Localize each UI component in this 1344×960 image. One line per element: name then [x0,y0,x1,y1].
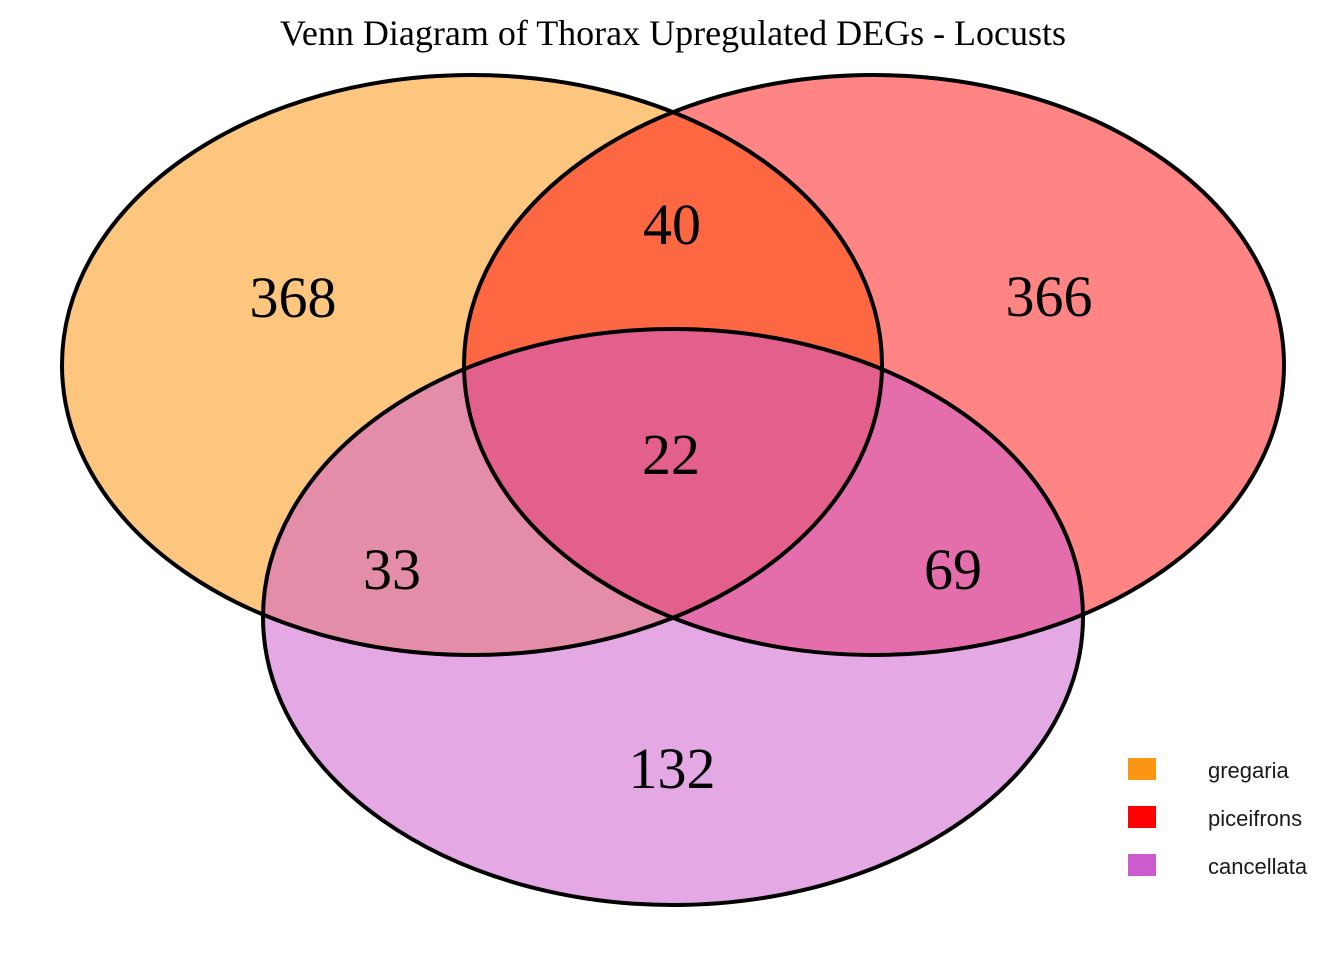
venn-outlines [60,73,1286,907]
legend-swatch-gregaria [1128,758,1156,780]
count-piceifrons-only: 366 [1006,264,1093,329]
count-piceifrons-cancellata: 69 [924,537,982,602]
piceifrons-ellipse-outline [462,73,1286,657]
count-gregaria-cancellata: 33 [363,537,421,602]
chart-title: Venn Diagram of Thorax Upregulated DEGs … [280,13,1066,53]
region-counts: 368 366 132 40 33 69 22 [250,192,1093,801]
legend: gregaria piceifrons cancellata [1128,758,1308,879]
count-gregaria-only: 368 [250,265,337,330]
count-all-three: 22 [642,422,700,487]
legend-swatch-piceifrons [1128,806,1156,828]
cancellata-ellipse-outline [261,327,1085,907]
legend-label-cancellata: cancellata [1208,854,1308,879]
count-cancellata-only: 132 [629,736,716,801]
legend-label-piceifrons: piceifrons [1208,806,1302,831]
legend-swatch-cancellata [1128,854,1156,876]
gregaria-ellipse-outline [60,73,884,657]
legend-label-gregaria: gregaria [1208,758,1289,783]
count-gregaria-piceifrons: 40 [643,192,701,257]
